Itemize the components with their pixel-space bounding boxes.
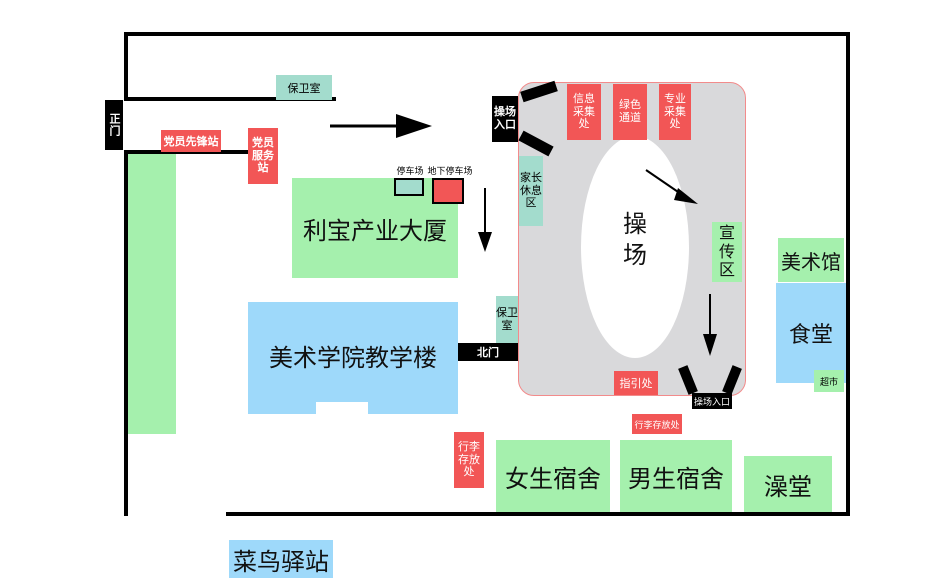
cainiao-station[interactable]: 菜鸟驿站	[229, 540, 333, 578]
arrow-right-icon	[330, 114, 432, 138]
supermarket[interactable]: 超市	[814, 370, 844, 392]
wall-right	[846, 32, 850, 516]
arrow-diagonal-icon	[645, 169, 698, 204]
left-green-strip	[128, 154, 176, 434]
green-channel[interactable]: 绿色 通道	[613, 84, 647, 140]
running-track[interactable]	[581, 136, 689, 358]
libao-building[interactable]: 利宝产业大厦	[292, 178, 458, 278]
wall-top	[124, 32, 850, 36]
art-museum[interactable]: 美术馆	[778, 238, 844, 282]
bathhouse[interactable]: 澡堂	[744, 456, 832, 512]
playground-entrance-left[interactable]: 操场 入口	[492, 96, 518, 142]
security-room-top[interactable]: 保卫室	[276, 75, 332, 100]
boys-dormitory[interactable]: 男生宿舍	[620, 440, 732, 512]
north-gate[interactable]: 北门	[458, 343, 518, 361]
party-pioneer-station[interactable]: 党员先锋站	[161, 130, 221, 152]
luggage-storage-small[interactable]: 行李存放处	[632, 414, 682, 434]
playground-label: 操 场	[623, 209, 647, 269]
guide-point[interactable]: 指引处	[614, 371, 658, 395]
arrow-down-right-icon	[703, 294, 717, 356]
arrow-down-icon	[478, 188, 492, 252]
party-service-station[interactable]: 党员 服务 站	[248, 128, 278, 184]
art-teaching-building[interactable]	[248, 302, 458, 414]
art-building-notch	[316, 402, 368, 416]
girls-dormitory[interactable]: 女生宿舍	[496, 440, 610, 512]
luggage-storage-left[interactable]: 行李 存放 处	[454, 432, 484, 488]
security-room-side[interactable]: 保卫室	[496, 296, 518, 344]
major-collection-point[interactable]: 专业 采集 处	[659, 84, 691, 140]
wall-left-upper	[124, 32, 128, 100]
underground-parking[interactable]	[432, 178, 464, 204]
parking-label: 停车场	[396, 166, 424, 177]
playground-entrance-bottom[interactable]: 操场入口	[692, 393, 732, 409]
canteen[interactable]: 食堂	[776, 283, 846, 383]
info-collection-point[interactable]: 信息 采集 处	[567, 84, 601, 140]
parent-rest-area[interactable]: 家长 休息 区	[519, 156, 543, 226]
wall-gate-edge	[124, 150, 264, 154]
underground-parking-label: 地下停车场	[427, 166, 473, 177]
wall-bottom	[226, 512, 850, 516]
main-gate[interactable]: 正门	[105, 100, 123, 150]
promotion-area[interactable]: 宣 传 区	[712, 222, 742, 282]
wall-left-lower	[124, 150, 128, 516]
art-teaching-building-label: 美术学院教学楼	[269, 343, 437, 372]
parking-lot[interactable]	[394, 178, 424, 196]
wall-inner-top	[124, 97, 276, 101]
